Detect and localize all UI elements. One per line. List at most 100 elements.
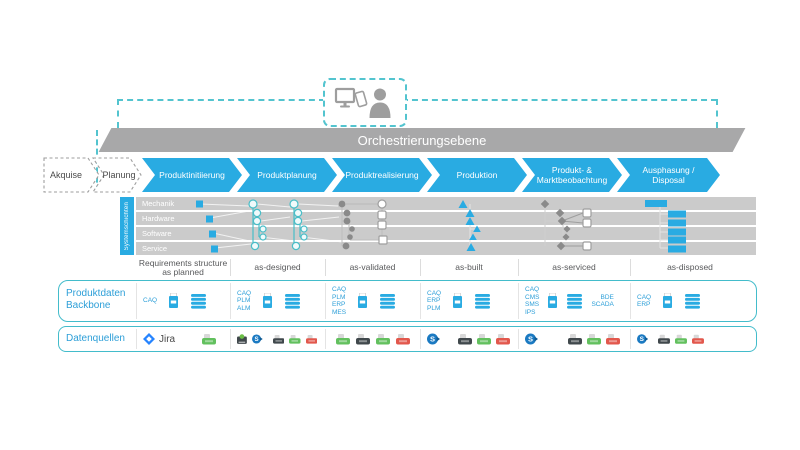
backbone-col-serviced: CAQ CMS SMS IPS BDE SCADA (518, 280, 630, 322)
drive-badge-dark-icon (272, 334, 285, 344)
drive-badge-red-icon (606, 333, 620, 344)
drive-badge-green-icon (675, 334, 688, 344)
system-names: CAQ CMS SMS IPS (525, 286, 540, 316)
lane-software: Software (136, 227, 756, 240)
sharepoint-icon: S (251, 334, 263, 344)
svg-text:S: S (254, 336, 258, 343)
database-icon (191, 293, 207, 309)
phase-marktbeobachtung: Produkt- & Marktbeobachtung (522, 158, 622, 192)
desktop-phone-user-icon (334, 87, 391, 118)
system-container-icon (263, 293, 273, 308)
pre-lifecycle-phases (43, 157, 142, 193)
jira-label: Jira (159, 333, 176, 345)
row-separator (518, 283, 519, 319)
drive-badge-green-icon (587, 333, 601, 344)
drive-badge-dark-icon (355, 333, 370, 344)
drive-badge-red-icon (496, 333, 510, 344)
datasources-col-validated (325, 326, 420, 352)
column-tick (230, 259, 231, 276)
drive-badge-dark-icon (568, 333, 582, 344)
phase-produktrealisierung: Produktrealisierung (332, 158, 432, 192)
orchestration-actor-box (323, 78, 407, 127)
row-separator (230, 283, 231, 319)
lane-hardware: Hardware (136, 212, 756, 225)
database-icon (567, 293, 583, 309)
backbone-col-disposed: CAQ ERP (630, 280, 740, 322)
connector-line (402, 99, 717, 101)
sharepoint-icon: S (525, 333, 538, 345)
database-icon (685, 293, 701, 309)
phase-akquise: Akquise (49, 170, 83, 180)
system-container-icon (663, 293, 673, 308)
database-icon (475, 293, 491, 309)
svg-text:S: S (430, 335, 435, 344)
drive-badge-dark-icon (658, 334, 671, 344)
datasources-row-label: Datenquellen (66, 333, 125, 344)
column-tick (325, 259, 326, 276)
datasources-col-built: S (420, 326, 518, 352)
datasources-col-serviced: S (518, 326, 630, 352)
database-icon (380, 293, 396, 309)
phase-produktinitiierung: Produktinitiierung (142, 158, 242, 192)
phase-planung: Planung (102, 170, 136, 180)
backbone-col-built: CAQ ERP PLM (420, 280, 518, 322)
app-logo-dark-green-icon (237, 334, 247, 344)
drive-badge-green-icon (202, 333, 216, 344)
colhead-disposed: as-disposed (667, 262, 713, 273)
row-separator (420, 329, 421, 349)
system-names: CAQ (143, 297, 158, 305)
row-separator (420, 283, 421, 319)
connector-line (117, 99, 325, 101)
sharepoint-icon: S (427, 333, 440, 345)
system-container-icon (548, 293, 558, 308)
datasources-col-disposed: S (630, 326, 750, 352)
drive-badge-green-icon (375, 333, 390, 344)
drive-badge-dark-icon (458, 333, 472, 344)
orchestration-banner-label: Orchestrierungsebene (357, 132, 487, 148)
database-icon (285, 293, 301, 309)
drive-badge-red-icon (692, 334, 705, 344)
row-separator (136, 283, 137, 319)
colhead-designed: as-designed (254, 262, 301, 273)
connector-line (716, 99, 718, 128)
system-container-icon (358, 293, 368, 308)
row-separator (136, 329, 137, 349)
drive-badge-red-icon (305, 334, 318, 344)
serviced-markers (540, 199, 592, 251)
system-layers-bar: Systemschichten (120, 197, 134, 255)
connector-line (117, 99, 119, 128)
validated-markers (338, 199, 388, 250)
backbone-col-planned: CAQ (136, 280, 230, 322)
jira-logo-group: Jira (143, 333, 175, 345)
system-layers-title: Systemschichten (124, 201, 130, 251)
system-container-icon (453, 293, 463, 308)
drive-badge-red-icon (395, 333, 410, 344)
system-container-icon (169, 293, 179, 308)
phase-produktplanung: Produktplanung (237, 158, 337, 192)
phase-ausphasung: Ausphasung / Disposal (617, 158, 720, 192)
colhead-validated: as-validated (349, 262, 396, 273)
backbone-col-validated: CAQ PLM ERP MES (325, 280, 420, 322)
lifecycle-structure-markers (196, 199, 686, 253)
colhead-serviced: as-serviced (552, 262, 596, 273)
jira-icon (143, 333, 155, 345)
lane-service: Service (136, 242, 756, 255)
row-separator (630, 283, 631, 319)
svg-text:S: S (528, 335, 533, 344)
planned-markers (196, 200, 218, 253)
column-tick (630, 259, 631, 276)
disposed-markers (645, 200, 686, 253)
backbone-row-label: Produktdaten Backbone (66, 288, 126, 311)
system-names-right: BDE SCADA (591, 293, 614, 309)
drive-badge-green-icon (335, 333, 350, 344)
system-names: CAQ ERP (637, 293, 652, 309)
column-tick (518, 259, 519, 276)
column-tick (420, 259, 421, 276)
system-names: CAQ PLM ERP MES (332, 286, 347, 316)
system-names: CAQ PLM ALM (237, 289, 252, 312)
datasources-col-planned: Jira (136, 326, 230, 352)
row-separator (325, 283, 326, 319)
datasources-col-designed: S (230, 326, 325, 352)
colhead-planned: Requirements structure as planned (138, 257, 228, 277)
